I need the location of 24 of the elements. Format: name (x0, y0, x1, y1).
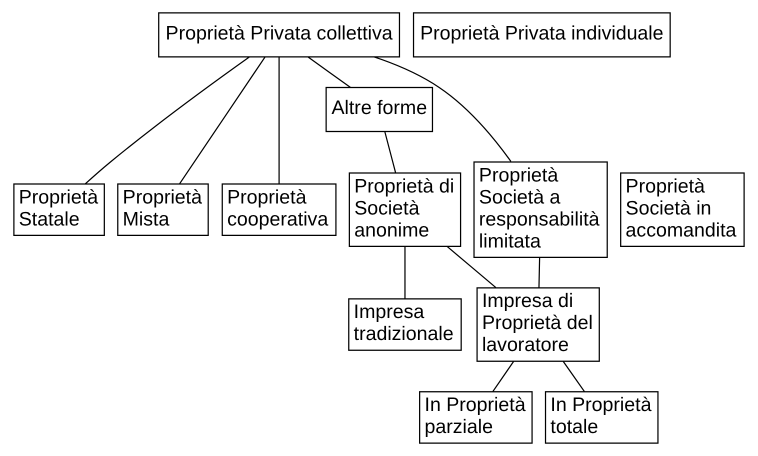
connector (562, 361, 585, 392)
node-box: In Proprietà parziale (419, 391, 533, 444)
connector (446, 246, 496, 288)
connector (404, 246, 406, 299)
connector (84, 56, 250, 184)
node-box: Impresa di Proprietà del lavoratore (476, 287, 600, 362)
node-box: Impresa tradizionale (348, 298, 462, 351)
connector (179, 56, 266, 184)
node-box: Proprietà Statale (13, 183, 105, 236)
node-box: Altre forme (326, 86, 434, 132)
connector (308, 56, 351, 88)
connector (278, 56, 280, 184)
node-box: Proprietà Mista (117, 183, 209, 236)
node-box: Proprietà di Società anonime (348, 172, 462, 247)
node-box: Proprietà Privata collettiva (158, 12, 400, 58)
connector (374, 56, 512, 162)
node-box: In Proprietà totale (544, 391, 659, 444)
node-box: Proprietà Società a responsabilità limitata (473, 161, 608, 258)
connector (538, 258, 540, 288)
connector (384, 132, 396, 173)
node-box: Proprietà Privata individuale (412, 12, 671, 58)
node-box: Proprietà Società in accomandita (620, 172, 745, 247)
node-box: Proprietà cooperativa (222, 183, 337, 236)
connector (492, 361, 514, 392)
